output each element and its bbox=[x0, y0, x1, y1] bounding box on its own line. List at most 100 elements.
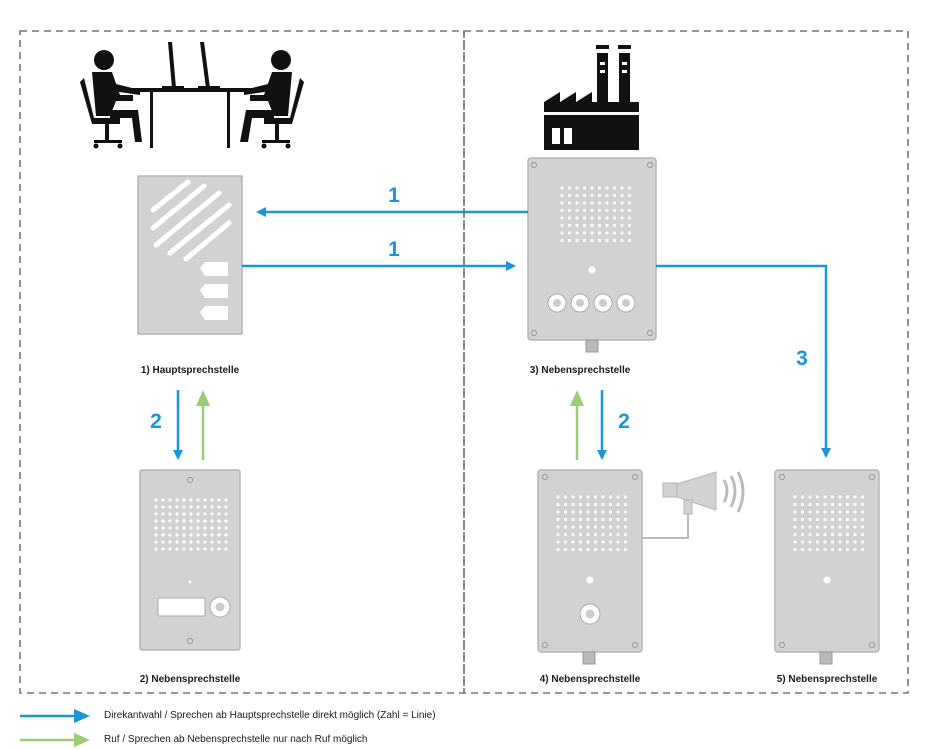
grille-hole bbox=[578, 517, 583, 522]
grille-hole bbox=[838, 510, 842, 514]
grille-hole bbox=[620, 223, 624, 228]
grille-hole bbox=[203, 526, 207, 530]
grille-hole bbox=[154, 533, 158, 537]
grille-hole bbox=[175, 526, 179, 530]
grille-hole bbox=[182, 533, 186, 537]
station-3-label: 3) Nebensprechstelle bbox=[529, 365, 631, 376]
grille-hole bbox=[860, 532, 865, 537]
arrow-line3 bbox=[656, 264, 831, 458]
button-keys bbox=[200, 262, 228, 320]
grille-hole bbox=[860, 540, 865, 544]
grille-hole bbox=[605, 201, 609, 205]
grille-hole bbox=[210, 512, 214, 516]
grille-hole bbox=[605, 223, 609, 228]
grille-hole bbox=[189, 512, 193, 516]
grille-hole bbox=[556, 510, 560, 514]
grille-hole bbox=[582, 201, 587, 205]
grille-hole bbox=[601, 547, 605, 552]
grille-hole bbox=[823, 502, 827, 507]
grille-hole bbox=[860, 525, 865, 529]
grille-hole bbox=[154, 519, 158, 523]
grille-hole bbox=[793, 517, 797, 522]
grille-hole bbox=[793, 532, 797, 537]
grille-hole bbox=[793, 502, 797, 507]
grille-hole bbox=[154, 498, 158, 502]
grille-hole bbox=[623, 532, 628, 537]
grille-hole bbox=[161, 498, 165, 502]
grille-hole bbox=[224, 533, 228, 537]
grille-hole bbox=[800, 510, 805, 514]
grille-hole bbox=[571, 510, 575, 514]
grille-hole bbox=[800, 547, 805, 552]
grille-hole bbox=[571, 540, 575, 544]
grille-hole bbox=[616, 495, 620, 499]
grille-hole bbox=[608, 517, 613, 522]
grille-hole bbox=[161, 547, 165, 551]
grille-hole bbox=[593, 547, 598, 552]
grille-hole bbox=[582, 216, 587, 220]
horn-speaker-icon bbox=[642, 471, 745, 539]
line2-left-number: 2 bbox=[150, 410, 162, 433]
grille-hole bbox=[601, 517, 605, 522]
grille-hole bbox=[175, 505, 179, 509]
grille-hole bbox=[597, 238, 602, 243]
grille-hole bbox=[616, 525, 620, 529]
grille-hole bbox=[224, 526, 228, 530]
grille-hole bbox=[590, 238, 594, 243]
grille-hole bbox=[823, 540, 827, 544]
line2-right-number: 2 bbox=[618, 410, 630, 433]
grille-hole bbox=[793, 510, 797, 514]
grille-hole bbox=[586, 510, 590, 514]
grille-hole bbox=[845, 532, 850, 537]
grille-hole bbox=[556, 532, 560, 537]
grille-hole bbox=[189, 547, 193, 551]
arrow-left-green bbox=[196, 390, 210, 460]
grille-hole bbox=[597, 186, 602, 190]
grille-hole bbox=[571, 502, 575, 507]
grille-hole bbox=[593, 517, 598, 522]
grille-hole bbox=[571, 532, 575, 537]
grille-hole bbox=[815, 532, 820, 537]
grille-hole bbox=[161, 512, 165, 516]
grille-hole bbox=[578, 540, 583, 544]
grille-hole bbox=[627, 208, 632, 213]
grille-hole bbox=[623, 547, 628, 552]
grille-hole bbox=[210, 519, 214, 523]
grille-hole bbox=[217, 512, 221, 516]
grille-hole bbox=[612, 186, 617, 190]
grille-hole bbox=[168, 505, 172, 509]
grille-hole bbox=[793, 495, 797, 499]
grille-hole bbox=[556, 495, 560, 499]
grille-hole bbox=[560, 193, 564, 198]
grille-hole bbox=[601, 540, 605, 544]
grille-hole bbox=[623, 510, 628, 514]
station-2-label: 2) Nebensprechstelle bbox=[139, 674, 241, 685]
factory-icon bbox=[544, 45, 639, 150]
grille-hole bbox=[586, 502, 590, 507]
grille-hole bbox=[616, 517, 620, 522]
grille-hole bbox=[612, 216, 617, 220]
grille-hole bbox=[168, 547, 172, 551]
grille-hole bbox=[175, 498, 179, 502]
legend-blue-text: Direkantwahl / Sprechen ab Hauptsprechst… bbox=[104, 710, 436, 721]
grille-hole bbox=[845, 502, 850, 507]
station-5-label: 5) Nebensprechstelle bbox=[776, 674, 878, 685]
grille-hole bbox=[830, 532, 835, 537]
grille-hole bbox=[575, 186, 579, 190]
grille-hole bbox=[616, 547, 620, 552]
grille-hole bbox=[203, 533, 207, 537]
grille-hole bbox=[623, 495, 628, 499]
grille-hole bbox=[196, 533, 200, 537]
grille-hole bbox=[830, 525, 835, 529]
grille-hole bbox=[168, 533, 172, 537]
grille-hole bbox=[175, 533, 179, 537]
grille-hole bbox=[627, 201, 632, 205]
legend-blue-arrow bbox=[20, 709, 90, 723]
grille-hole bbox=[189, 526, 193, 530]
grille-hole bbox=[224, 519, 228, 523]
grille-hole bbox=[853, 495, 857, 499]
grille-hole bbox=[189, 505, 193, 509]
grille-hole bbox=[196, 526, 200, 530]
grille-hole bbox=[627, 216, 632, 220]
station-2 bbox=[139, 469, 241, 651]
